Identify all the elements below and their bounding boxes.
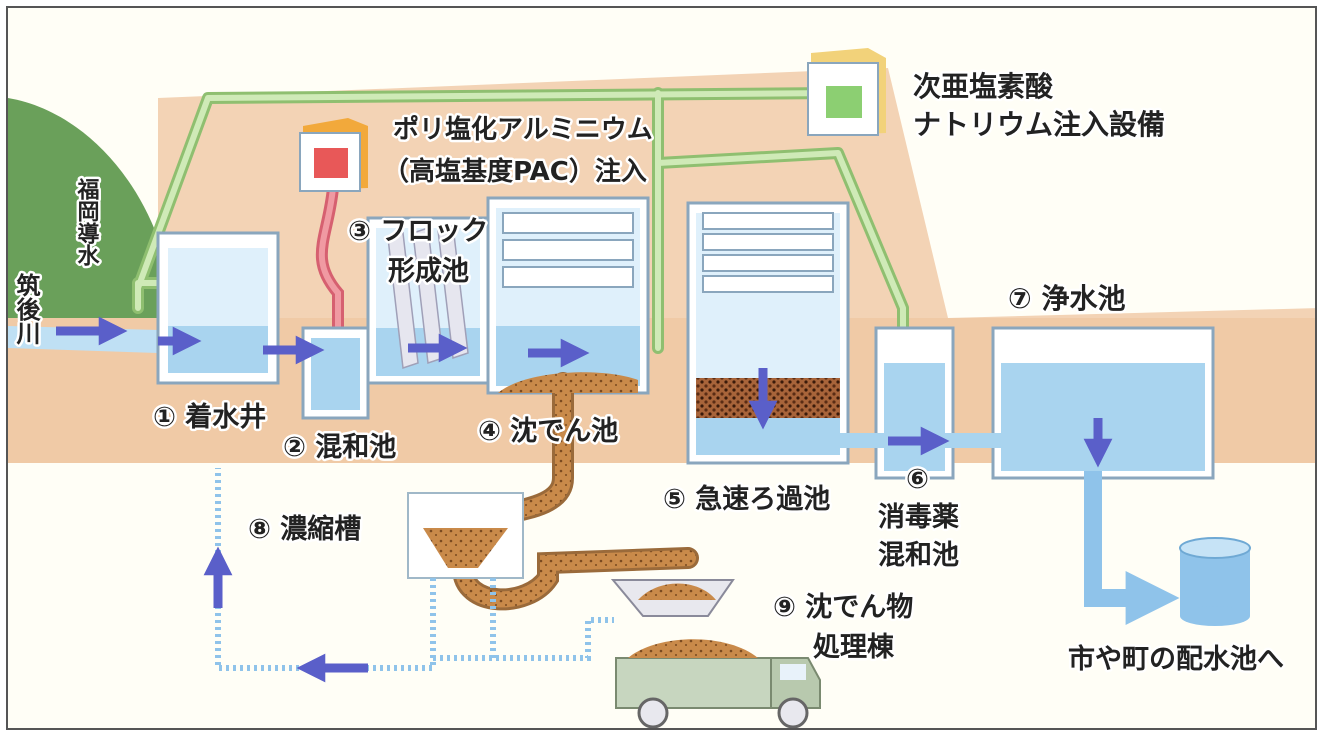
label-river-source: 筑後川 <box>12 272 40 345</box>
diagram-frame: 筑後川 福岡導水 ポリ塩化アルミニウム （高塩基度PAC）注入 次亜塩素酸 ナト… <box>6 6 1317 730</box>
clear-water-reservoir <box>991 326 1215 480</box>
label-step7: ⑦ 浄水池 <box>1008 282 1125 315</box>
dump-truck-icon <box>610 579 821 728</box>
rapid-filter <box>686 201 850 465</box>
thickener-tank <box>407 492 524 579</box>
label-fukuoka-conduit: 福岡導水 <box>74 178 101 267</box>
label-step6-line1: 消毒薬 <box>878 502 959 533</box>
label-step4: ④ 沈でん池 <box>478 416 618 447</box>
label-pac-line2: （高塩基度PAC）注入 <box>383 156 647 187</box>
reservoir-cylinder-icon <box>1179 537 1251 626</box>
label-hypochlorite-line1: 次亜塩素酸 <box>913 70 1054 103</box>
label-destination: 市や町の配水池へ <box>1068 643 1284 675</box>
label-step1: ① 着水井 <box>153 401 266 433</box>
flow-arrows <box>56 316 1113 683</box>
disinfection-basin <box>874 326 955 480</box>
water-treatment-diagram: 筑後川 福岡導水 ポリ塩化アルミニウム （高塩基度PAC）注入 次亜塩素酸 ナト… <box>8 8 1315 728</box>
label-step6-number: ⑥ <box>906 464 929 495</box>
label-step8: ⑧ 濃縮槽 <box>248 513 361 545</box>
label-pac-line1: ポリ塩化アルミニウム <box>393 114 653 145</box>
hill <box>8 98 158 318</box>
sludge-settled <box>498 372 638 393</box>
distribution-pipe <box>1084 471 1180 625</box>
receiving-well <box>156 231 280 385</box>
sedimentation-basin <box>486 196 650 395</box>
chemical-tank-red-icon <box>299 118 368 192</box>
filtered-water-channel <box>840 433 1001 448</box>
label-step9-line2: 処理棟 <box>813 631 895 663</box>
label-step6-line2: 混和池 <box>878 540 959 571</box>
label-step3-line2: 形成池 <box>388 256 469 287</box>
label-hypochlorite-line2: ナトリウム注入設備 <box>913 108 1165 141</box>
label-step2: ② 混和池 <box>283 432 396 463</box>
label-step9-line1: ⑨ 沈でん物 <box>773 592 913 623</box>
label-step3-line1: ③ フロック <box>348 216 488 247</box>
label-step5: ⑤ 急速ろ過池 <box>663 483 830 515</box>
chemical-tank-green-icon <box>807 48 886 136</box>
mixing-basin <box>301 326 370 420</box>
